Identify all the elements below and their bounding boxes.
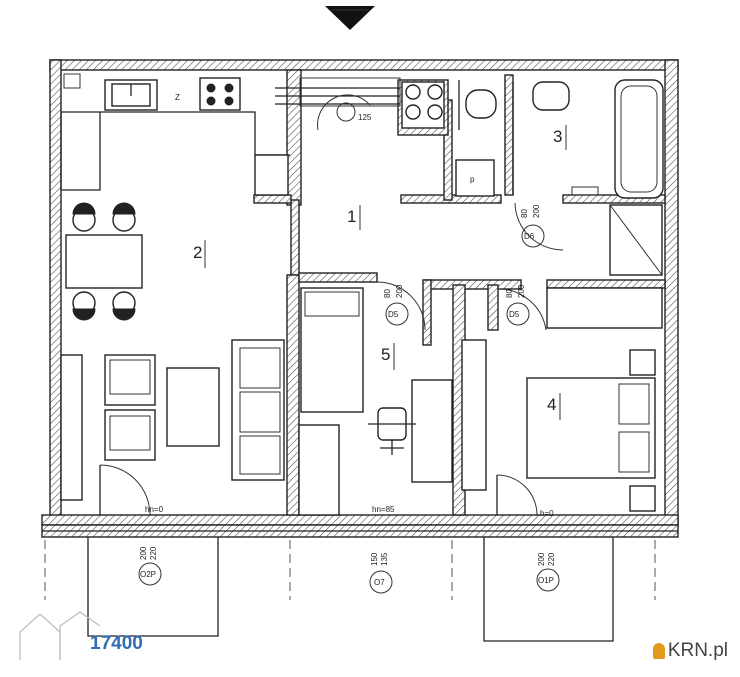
- kitchen: Z: [60, 73, 290, 196]
- kitchen-z-label: Z: [175, 93, 180, 102]
- svg-text:80: 80: [505, 289, 514, 298]
- svg-text:80: 80: [383, 289, 392, 298]
- bathroom: [512, 79, 664, 199]
- hn-right-label: h=0: [540, 509, 554, 518]
- door-swings: [376, 202, 564, 331]
- bathroom-p-label: p: [470, 175, 475, 184]
- watermark: KRN.pl: [652, 640, 728, 662]
- svg-text:200: 200: [517, 284, 526, 298]
- svg-text:D6: D6: [524, 232, 535, 241]
- fridge-icon: [254, 154, 289, 196]
- vent-label: 125: [358, 113, 372, 122]
- washbasin-icon: [532, 81, 570, 111]
- room-labels: 1 2 3 4 5: [193, 125, 567, 420]
- bathtub-icon: [614, 79, 664, 199]
- svg-text:220: 220: [547, 552, 556, 566]
- svg-text:200: 200: [395, 284, 404, 298]
- svg-text:200: 200: [537, 552, 546, 566]
- svg-text:220: 220: [149, 546, 158, 560]
- room-label-4: 4: [547, 395, 556, 414]
- listing-id: 17400: [90, 633, 143, 654]
- double-bed: [526, 377, 656, 479]
- living-room-furniture: [60, 339, 285, 516]
- bedroom-4-furniture: [496, 204, 663, 516]
- door-d6: D6 80 200: [520, 204, 545, 248]
- room-label-3: 3: [553, 127, 562, 146]
- window-o1p: O1P 200 220: [536, 552, 560, 592]
- hn-left-label: hn=0: [145, 505, 164, 514]
- wardrobe: [546, 287, 663, 329]
- wardrobe: [298, 424, 340, 516]
- room-label-5: 5: [381, 345, 390, 364]
- watermark-text: KRN.pl: [667, 640, 728, 661]
- svg-text:200: 200: [139, 546, 148, 560]
- bedroom-5-furniture: [298, 287, 487, 516]
- window-o7: O7 150 135: [369, 552, 393, 594]
- wardrobe-box: [455, 159, 495, 197]
- grid-lines: [44, 540, 656, 600]
- svg-text:O7: O7: [374, 578, 385, 587]
- hn-mid-label: hn=85: [372, 505, 395, 514]
- svg-text:D5: D5: [509, 310, 520, 319]
- armchair: [104, 409, 156, 461]
- svg-text:O2P: O2P: [140, 570, 156, 579]
- dining-table: [65, 202, 143, 321]
- door-d5-left: D5 80 200: [383, 284, 409, 326]
- door-d5-right: D5 80 200: [505, 284, 530, 326]
- balcony-right: [483, 537, 614, 642]
- window-o2p: O2P 200 220: [138, 546, 162, 586]
- house-logo-icon: [19, 611, 101, 660]
- tv-cabinet: [60, 354, 83, 501]
- room-label-1: 1: [347, 207, 356, 226]
- entrance-arrow-icon: [325, 6, 375, 30]
- armchair: [104, 354, 156, 406]
- krn-logo-icon: [652, 643, 665, 659]
- office-chair-icon: [368, 407, 416, 455]
- svg-text:O1P: O1P: [538, 576, 554, 585]
- balcony-left: [87, 537, 219, 637]
- exterior-walls: [41, 59, 679, 538]
- svg-text:80: 80: [520, 209, 529, 218]
- sofa: [231, 339, 285, 481]
- desk: [411, 379, 453, 483]
- hallway: 125 p: [275, 77, 497, 197]
- stove-icon: [199, 77, 241, 111]
- room-label-2: 2: [193, 243, 202, 262]
- bed: [300, 287, 364, 413]
- svg-text:135: 135: [380, 552, 389, 566]
- toilet-icon: [465, 89, 497, 119]
- svg-text:150: 150: [370, 552, 379, 566]
- coffee-table: [166, 367, 220, 447]
- svg-text:D5: D5: [388, 310, 399, 319]
- svg-text:200: 200: [532, 204, 541, 218]
